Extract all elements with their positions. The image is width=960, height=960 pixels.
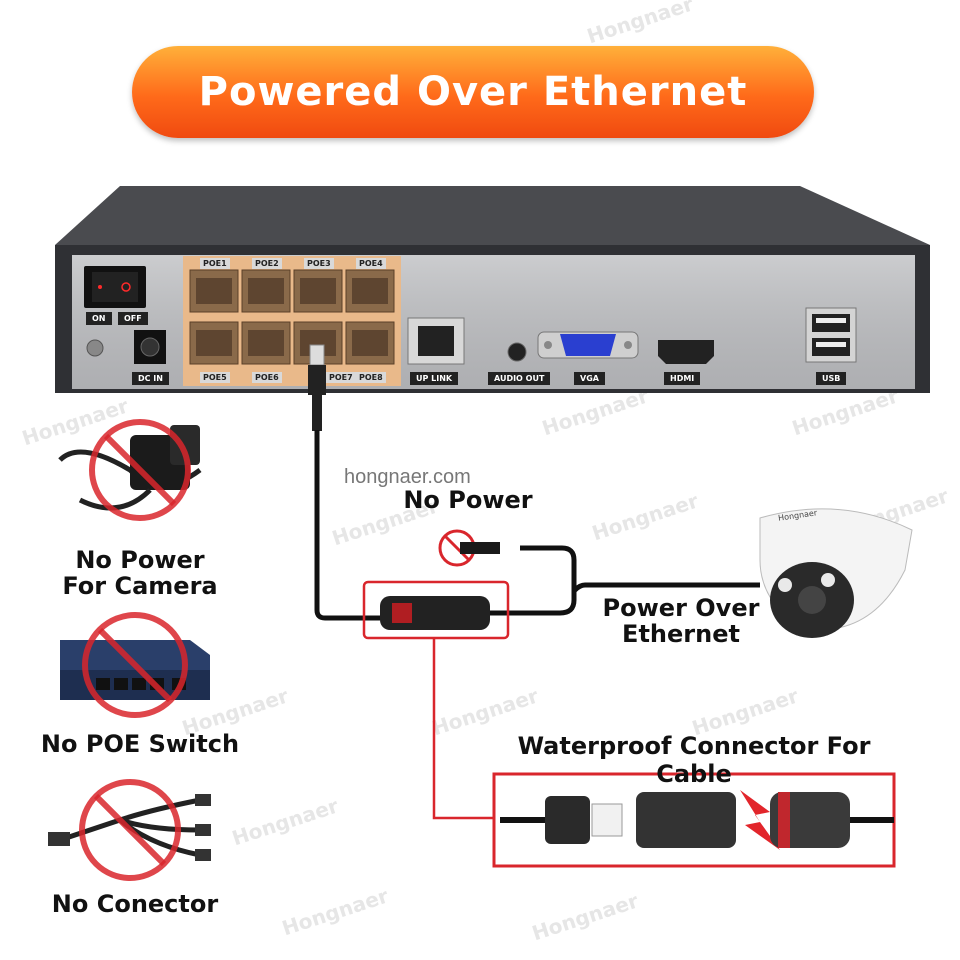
poe-port-label: POE7 [326,372,356,383]
poe-port-label: POE1 [200,258,230,269]
prohibit-icon [89,419,191,521]
switch-on-label: ON [86,312,112,325]
audio-out-label: AUDIO OUT [488,372,551,385]
camera-cable [573,582,760,593]
nvr-top-surface [55,186,930,245]
ground-screw [86,339,104,357]
no-power-label: No Power [403,486,533,514]
rj45-plug [309,344,325,366]
uplink-label: UP LINK [410,372,459,385]
callout-line [432,638,494,820]
connector-highlight [362,580,510,640]
prohibit-icon [82,612,188,718]
hdmi-label: HDMI [664,372,701,385]
poe-port-label: POE3 [304,258,334,269]
poe-port-label: POE4 [356,258,386,269]
dc-in-label: DC IN [132,372,169,385]
dome-camera [759,508,913,638]
no-power-camera-label-2: For Camera [62,572,218,600]
connector-nut [545,796,590,844]
vga-label: VGA [574,372,605,385]
poe-port-label: POE6 [252,372,282,383]
power-over-ethernet-label-1: Power Over [602,594,760,622]
usb-label: USB [816,372,847,385]
prohibit-icon [79,779,181,881]
poe-port-label: POE2 [252,258,282,269]
switch-off-label: OFF [118,312,148,325]
poe-port-label: POE8 [356,372,386,383]
lightning-icon [740,790,780,850]
power-over-ethernet-label-2: Ethernet [622,620,740,648]
audio-out-jack [507,342,527,362]
waterproof-label: Waterproof Connector For Cable [517,732,871,788]
website-url: hongnaer.com [344,466,471,488]
seal-ring [591,803,623,837]
no-poe-switch-label: No POE Switch [40,730,240,758]
poe-port-label: POE5 [200,372,230,383]
no-connector-label: No Conector [51,890,219,918]
connector-housing [636,792,736,848]
no-power-camera-label-1: No Power [75,546,205,574]
title-banner: Powered Over Ethernet [132,46,814,138]
banner-title: Powered Over Ethernet [198,69,748,115]
hdmi-port [658,340,714,364]
ethernet-cable [314,430,380,621]
